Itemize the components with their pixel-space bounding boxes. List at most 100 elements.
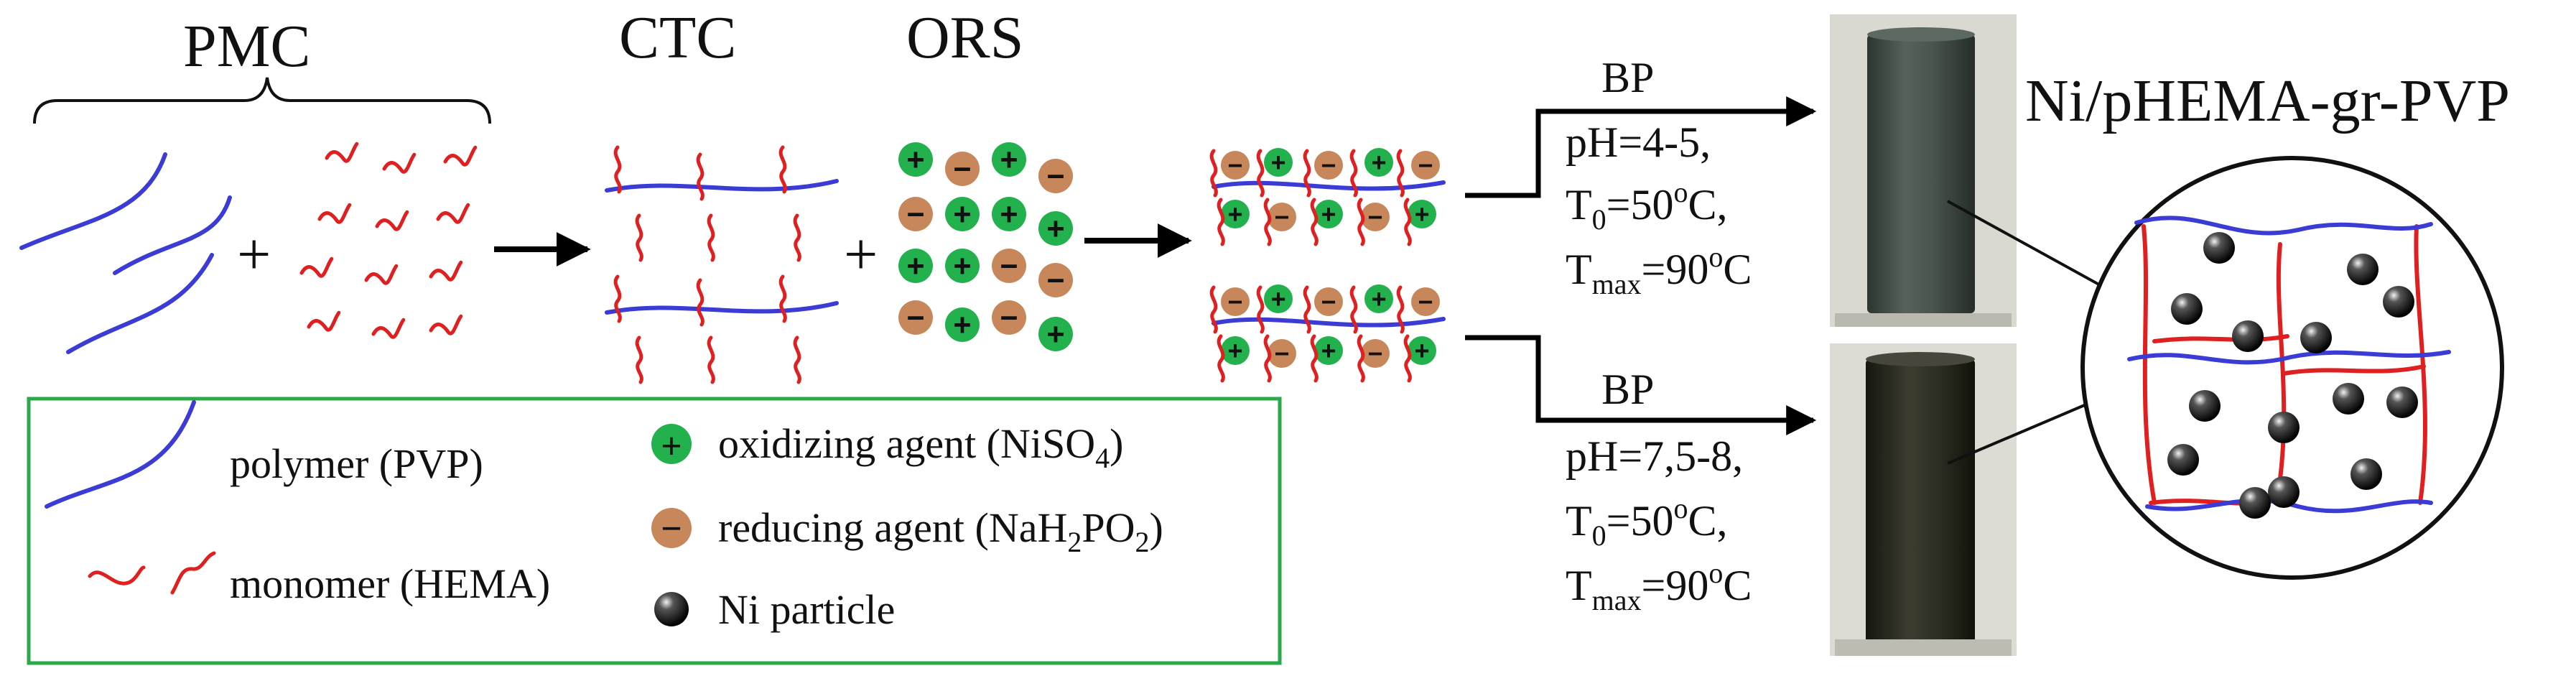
- monomer-squiggle: [299, 256, 334, 278]
- monomer-squiggle: [793, 335, 801, 384]
- legend-ni-label: Ni particle: [718, 586, 895, 633]
- monomer-squiggle: [307, 310, 341, 332]
- branch-top-ph: pH=4-5,: [1566, 119, 1711, 166]
- svg-text:+: +: [1371, 147, 1386, 177]
- oxidizer-ion: +: [1314, 335, 1343, 365]
- plus-sign-2: +: [844, 221, 878, 288]
- branch-top-conditions: BP pH=4-5, T0=50oC, Tmax=90oC: [1566, 54, 1752, 300]
- monomer-squiggle: [1310, 198, 1319, 246]
- reducer-ion: −: [1314, 287, 1343, 316]
- ni-particle: [2171, 293, 2203, 325]
- monomer-squiggle: [382, 152, 417, 174]
- monomer-squiggle: [1349, 285, 1358, 334]
- monomer-squiggle: [1217, 198, 1225, 246]
- network-red-chain: [2274, 242, 2287, 505]
- reducer-ion: −: [1361, 338, 1390, 368]
- legend-reducer-symbol: −: [651, 508, 692, 550]
- oxidizer-ion: +: [1408, 199, 1436, 228]
- svg-text:+: +: [1321, 335, 1336, 365]
- legend-polymer-symbol: [45, 400, 196, 509]
- network-red-chain: [2152, 334, 2289, 343]
- monomer-squiggle: [1256, 149, 1265, 198]
- reducer-ion: −: [1221, 150, 1250, 180]
- ni-particle: [2268, 476, 2300, 508]
- monomer-squiggle: [707, 335, 715, 384]
- sample-photo-bottom: [1830, 343, 2017, 656]
- ctc-monomers: [613, 145, 801, 384]
- svg-text:−: −: [1321, 287, 1336, 316]
- branch-top-t0: T0=50oC,: [1566, 176, 1728, 236]
- svg-text:+: +: [953, 198, 971, 232]
- callout-line-bottom: [1947, 401, 2092, 465]
- svg-text:+: +: [661, 426, 682, 467]
- ni-particle: [2351, 458, 2382, 490]
- branch-bottom-tmax: Tmax=90oC: [1566, 557, 1752, 616]
- monomer-squiggle: [1396, 149, 1405, 198]
- pmc-monomers: [299, 142, 478, 339]
- plus-sign-1: +: [237, 221, 271, 288]
- ni-particle: [2239, 487, 2271, 519]
- oxidizer-ion: +: [898, 249, 933, 284]
- svg-text:−: −: [953, 152, 971, 187]
- legend-monomer-symbol: [88, 551, 216, 595]
- legend: polymer (PVP) monomer (HEMA) + oxidizing…: [27, 397, 1282, 665]
- svg-text:+: +: [953, 249, 971, 284]
- network-particles: [2167, 232, 2418, 519]
- pmc-brace: [33, 77, 491, 124]
- monomer-squiggle: [613, 274, 622, 323]
- oxidizer-ion: +: [1038, 317, 1073, 352]
- sample-photo-top: [1830, 14, 2017, 327]
- network-blue-chain: [2134, 216, 2433, 236]
- loaded-monomers: [1209, 285, 1412, 383]
- monomer-squiggle: [1403, 334, 1412, 383]
- ctc-complex: [605, 145, 839, 384]
- ors-ions: +−+−−+++++−−−+−+: [898, 142, 1073, 352]
- monomer-squiggle: [696, 152, 705, 201]
- polymer-strand: [19, 152, 167, 250]
- ors-label: ORS: [906, 4, 1023, 71]
- branch-bottom-ph: pH=7,5-8,: [1566, 432, 1743, 480]
- ctc-polymer-chain: [605, 301, 839, 315]
- oxidizer-ion: +: [945, 197, 980, 232]
- pmc-polymer-strands: [19, 152, 232, 354]
- ni-particle: [2386, 386, 2418, 418]
- monomer-squiggle: [371, 318, 406, 339]
- monomer-squiggle: [1209, 149, 1218, 198]
- ni-particle: [2268, 412, 2300, 443]
- monomer-squiggle: [707, 213, 715, 262]
- oxidizer-ion: +: [1264, 284, 1293, 313]
- monomer-squiggle: [325, 142, 359, 163]
- ctc-polymer-chain: [605, 179, 839, 193]
- reducer-ion: −: [1038, 263, 1073, 298]
- oxidizer-ion: +: [898, 142, 933, 177]
- oxidizer-ion: +: [1408, 335, 1436, 365]
- callout-line-top: [1947, 200, 2105, 289]
- branch-bottom-conditions: BP pH=7,5-8, T0=50oC, Tmax=90oC: [1566, 366, 1752, 616]
- monomer-squiggle: [443, 145, 478, 167]
- monomer-squiggle: [1263, 334, 1272, 383]
- pmc-label: PMC: [183, 13, 310, 80]
- oxidizer-ion: +: [945, 249, 980, 284]
- monomer-squiggle: [429, 260, 463, 282]
- oxidizer-ion: +: [1314, 199, 1343, 228]
- monomer-squiggle: [778, 274, 787, 323]
- monomer-squiggle: [696, 278, 705, 327]
- ni-particle: [2232, 320, 2264, 352]
- monomer-squiggle: [613, 145, 622, 194]
- oxidizer-ion: +: [945, 307, 980, 343]
- reducer-ion: −: [992, 300, 1026, 335]
- svg-text:+: +: [1321, 199, 1336, 228]
- ctc-label: CTC: [619, 4, 736, 71]
- ni-particle: [2347, 254, 2379, 285]
- svg-text:+: +: [906, 249, 924, 284]
- oxidizer-ion: +: [1264, 147, 1293, 177]
- reducer-ion: −: [898, 197, 933, 232]
- branch-top-tmax: Tmax=90oC: [1566, 241, 1752, 300]
- monomer-squiggle: [375, 210, 409, 231]
- loaded-monomers: [1209, 149, 1412, 246]
- reducer-ion: −: [1268, 338, 1296, 368]
- ni-particle: [2189, 390, 2221, 422]
- monomer-squiggle: [635, 335, 643, 384]
- monomer-squiggle: [1357, 334, 1365, 383]
